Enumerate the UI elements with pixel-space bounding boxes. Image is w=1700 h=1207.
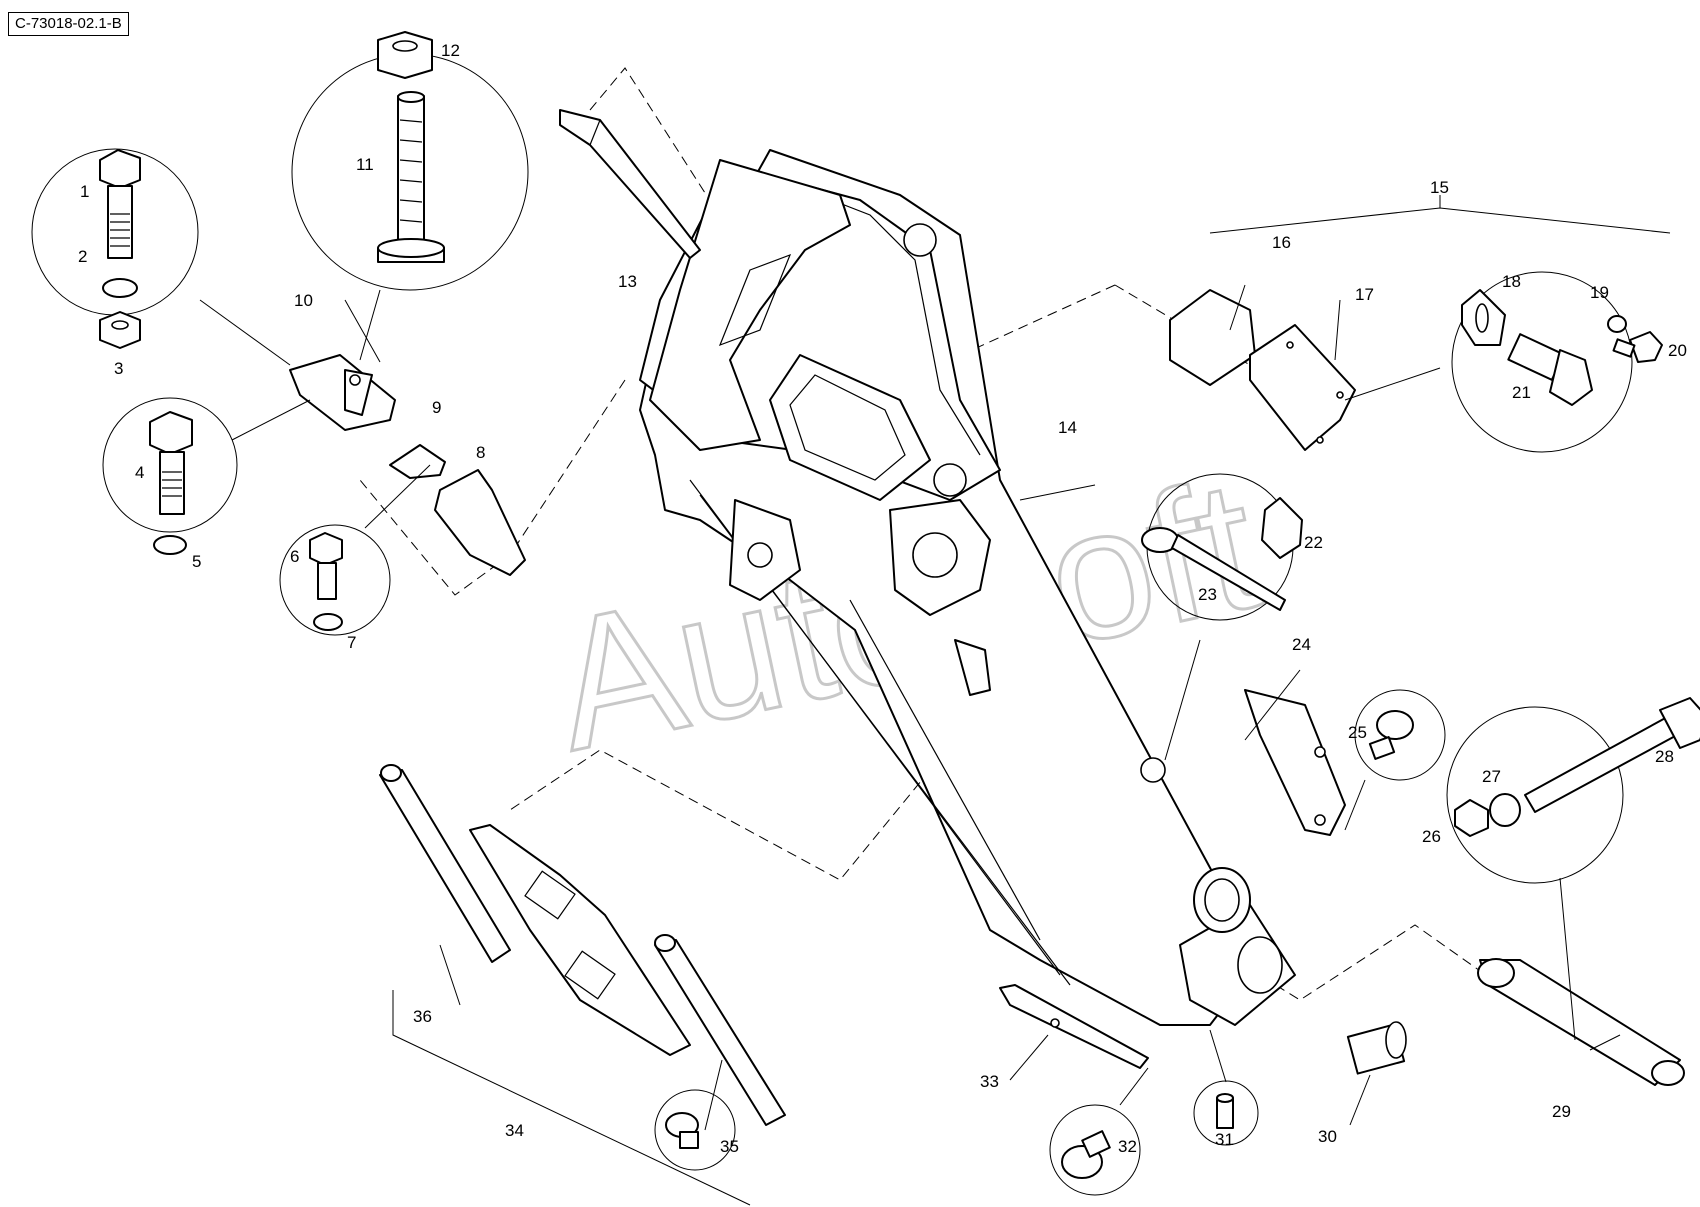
detail-circle-18-21 bbox=[1451, 271, 1633, 453]
callout-23: 23 bbox=[1198, 585, 1217, 604]
callout-16: 16 bbox=[1272, 233, 1291, 252]
part-35-flat-screw bbox=[665, 1112, 699, 1149]
callout-19: 19 bbox=[1590, 283, 1609, 302]
callout-1: 1 bbox=[80, 182, 89, 201]
part-30-bushing bbox=[1346, 1021, 1407, 1075]
detail-circle-32 bbox=[1049, 1104, 1141, 1196]
group-bracket-34 bbox=[392, 990, 751, 1206]
callout-4: 4 bbox=[135, 463, 144, 482]
part-21-hex-bolt bbox=[1507, 333, 1593, 406]
part-32-flat-screw bbox=[1061, 1130, 1111, 1179]
callout-12: 12 bbox=[441, 41, 460, 60]
callout-28: 28 bbox=[1655, 747, 1674, 766]
part-25-flat-screw bbox=[1368, 710, 1414, 760]
callout-36: 36 bbox=[413, 1007, 432, 1026]
callout-31: 31 bbox=[1215, 1130, 1234, 1149]
part-28-long-bolt bbox=[1524, 697, 1700, 813]
part-7-lock-washer bbox=[313, 613, 343, 631]
part-18-retainer-plate bbox=[1461, 289, 1506, 346]
part-6-hex-bolt bbox=[309, 532, 343, 600]
callout-10: 10 bbox=[294, 291, 313, 310]
callout-30: 30 bbox=[1318, 1127, 1337, 1146]
callout-11: 11 bbox=[356, 155, 374, 174]
part-9-retaining-clip bbox=[389, 444, 446, 479]
detail-circle-6-7 bbox=[279, 524, 391, 636]
callout-21: 21 bbox=[1512, 383, 1531, 402]
part-4-hex-bolt bbox=[149, 411, 193, 515]
callout-25: 25 bbox=[1348, 723, 1367, 742]
callout-22: 22 bbox=[1304, 533, 1323, 552]
part-27-washer bbox=[1489, 793, 1521, 827]
part-10-bracket bbox=[289, 354, 396, 431]
main-boom bbox=[639, 149, 1296, 1026]
part-19-washer bbox=[1607, 315, 1627, 333]
part-12-hex-nut bbox=[377, 31, 433, 79]
part-17-plate bbox=[1249, 324, 1356, 451]
callout-24: 24 bbox=[1292, 635, 1311, 654]
callout-3: 3 bbox=[114, 359, 123, 378]
part-34-slide-plate bbox=[469, 824, 691, 1056]
part-33-wear-strip bbox=[999, 984, 1149, 1069]
part-1-hex-bolt bbox=[99, 149, 141, 259]
detail-circle-25 bbox=[1354, 689, 1446, 781]
part-8-wedge-block bbox=[434, 469, 526, 576]
callout-26: 26 bbox=[1422, 827, 1441, 846]
callout-29: 29 bbox=[1552, 1102, 1571, 1121]
group-bracket-15 bbox=[1209, 207, 1671, 234]
part-16-block bbox=[1169, 289, 1256, 386]
part-24-gusset-plate bbox=[1244, 689, 1346, 836]
part-23-pin bbox=[1141, 527, 1286, 611]
callout-34: 34 bbox=[505, 1121, 524, 1140]
part-3-hex-nut bbox=[99, 311, 141, 349]
detail-circle-26-28 bbox=[1446, 706, 1624, 884]
part-29-pivot-pin bbox=[1477, 958, 1685, 1086]
callout-15: 15 bbox=[1430, 178, 1449, 197]
callout-13: 13 bbox=[618, 272, 637, 291]
detail-circle-4-5 bbox=[102, 397, 238, 533]
callout-14: 14 bbox=[1058, 418, 1077, 437]
callout-7: 7 bbox=[347, 633, 356, 652]
part-5-lock-washer bbox=[153, 535, 187, 555]
part-22-lynch-pin bbox=[1261, 497, 1303, 559]
callout-8: 8 bbox=[476, 443, 485, 462]
callout-17: 17 bbox=[1355, 285, 1374, 304]
part-20-small-bolt bbox=[1612, 331, 1663, 363]
callout-33: 33 bbox=[980, 1072, 999, 1091]
callout-20: 20 bbox=[1668, 341, 1687, 360]
part-11-threaded-rod bbox=[377, 91, 445, 263]
callout-9: 9 bbox=[432, 398, 441, 417]
callout-2: 2 bbox=[78, 247, 87, 266]
part-36-rack-strip bbox=[379, 764, 786, 1126]
drawing-code-label: C-73018-02.1-B bbox=[8, 12, 129, 36]
callout-5: 5 bbox=[192, 552, 201, 571]
callout-27: 27 bbox=[1482, 767, 1501, 786]
callout-6: 6 bbox=[290, 547, 299, 566]
detail-circle-35 bbox=[654, 1089, 736, 1171]
leader-lines bbox=[199, 284, 1621, 1131]
part-26-hex-nut bbox=[1454, 799, 1489, 837]
part-31-grease-fitting bbox=[1216, 1093, 1234, 1129]
callout-18: 18 bbox=[1502, 272, 1521, 291]
part-13-wear-pad bbox=[559, 109, 701, 259]
part-2-lock-washer bbox=[102, 278, 138, 298]
callout-labels: 1 2 3 4 5 6 7 8 9 10 11 12 13 14 15 16 1… bbox=[78, 41, 1687, 1156]
callout-35: 35 bbox=[720, 1137, 739, 1156]
callout-32: 32 bbox=[1118, 1137, 1137, 1156]
